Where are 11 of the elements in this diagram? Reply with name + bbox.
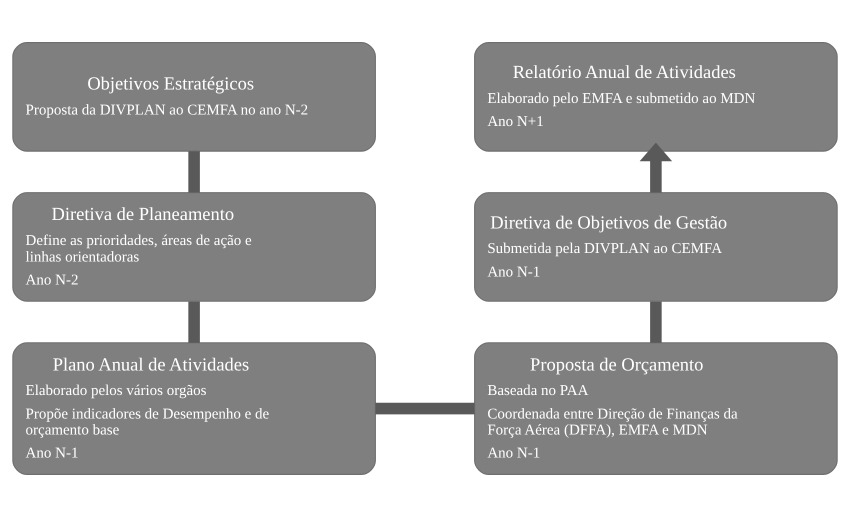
node-box: Diretiva de Planeamento Define as prioridades, áreas de ação e linhas orientadoras Ano N-2 (12, 192, 376, 302)
node-box: Proposta de Orçamento Baseada no PAA Coordenada entre Direção de Finanças da Força Aérea (DFFA), EMFA e MDN Ano N-1 (474, 342, 838, 474)
node-box: Relatório Anual de Atividades Elaborado pelo EMFA e submetido ao MDN Ano N+1 (474, 42, 838, 152)
connector (375, 402, 475, 414)
connector (188, 150, 200, 192)
node-box: Plano Anual de Atividades Elaborado pelos vários orgãos Propõe indicadores de Desempenho e de orçamento base Ano N-1 (12, 342, 376, 474)
arrow (640, 142, 672, 192)
connector (650, 301, 662, 342)
node-box: Objetivos Estratégicos Proposta da DIVPLAN ao CEMFA no ano N-2 (12, 42, 376, 152)
connector (188, 301, 200, 342)
node-box: Diretiva de Objetivos de Gestão Submetida pela DIVPLAN ao CEMFA Ano N-1 (474, 192, 838, 302)
